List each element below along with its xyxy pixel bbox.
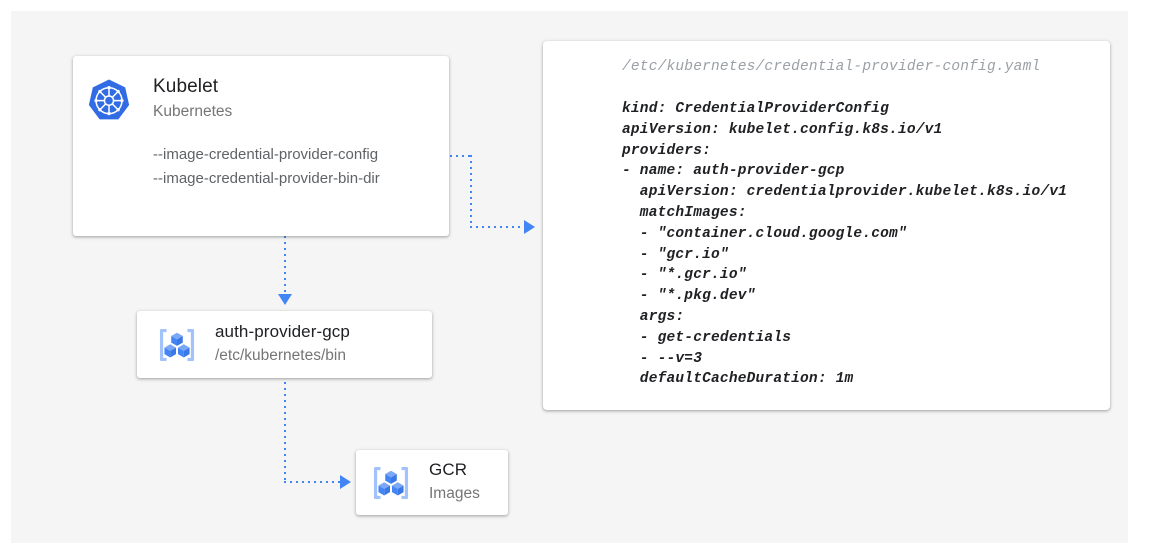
connector-segment-vertical	[470, 155, 472, 228]
auth-provider-card-titles: auth-provider-gcp /etc/kubernetes/bin	[215, 320, 350, 367]
gcr-card-titles: GCR Images	[429, 458, 480, 505]
connector-segment-vertical	[284, 212, 286, 296]
kubelet-flag-config: --image-credential-provider-config	[153, 146, 379, 163]
kubernetes-logo-icon	[86, 78, 132, 124]
connector-segment-horizontal	[284, 481, 341, 483]
credential-provider-config-card[interactable]: /etc/kubernetes/credential-provider-conf…	[543, 41, 1110, 410]
config-yaml-content: kind: CredentialProviderConfig apiVersio…	[622, 101, 1068, 388]
auth-provider-card-subtitle: /etc/kubernetes/bin	[215, 347, 346, 364]
kubelet-flags-list: --image-credential-provider-config --ima…	[153, 143, 380, 191]
kubelet-card[interactable]: Kubelet Kubernetes --image-credential-pr…	[73, 56, 449, 236]
arrowhead-right-icon	[524, 220, 535, 234]
gcp-container-registry-icon	[369, 461, 413, 505]
kubelet-card-subtitle: Kubernetes	[153, 103, 233, 120]
arrowhead-down-icon	[278, 294, 292, 305]
gcr-card-title: GCR	[429, 460, 468, 479]
kubelet-flag-bin-dir: --image-credential-provider-bin-dir	[153, 170, 380, 187]
arrowhead-right-icon	[340, 475, 351, 489]
kubelet-card-title: Kubelet	[153, 76, 219, 97]
connector-segment-horizontal	[470, 226, 525, 228]
gcr-card[interactable]: GCR Images	[356, 450, 508, 515]
auth-provider-gcp-card[interactable]: auth-provider-gcp /etc/kubernetes/bin	[137, 311, 432, 378]
gcp-container-registry-icon	[155, 323, 199, 367]
connector-segment-vertical	[284, 382, 286, 482]
auth-provider-card-title: auth-provider-gcp	[215, 322, 350, 341]
kubelet-card-titles: Kubelet Kubernetes	[153, 74, 232, 124]
gcr-card-subtitle: Images	[429, 485, 480, 502]
config-file-path: /etc/kubernetes/credential-provider-conf…	[622, 59, 1041, 75]
